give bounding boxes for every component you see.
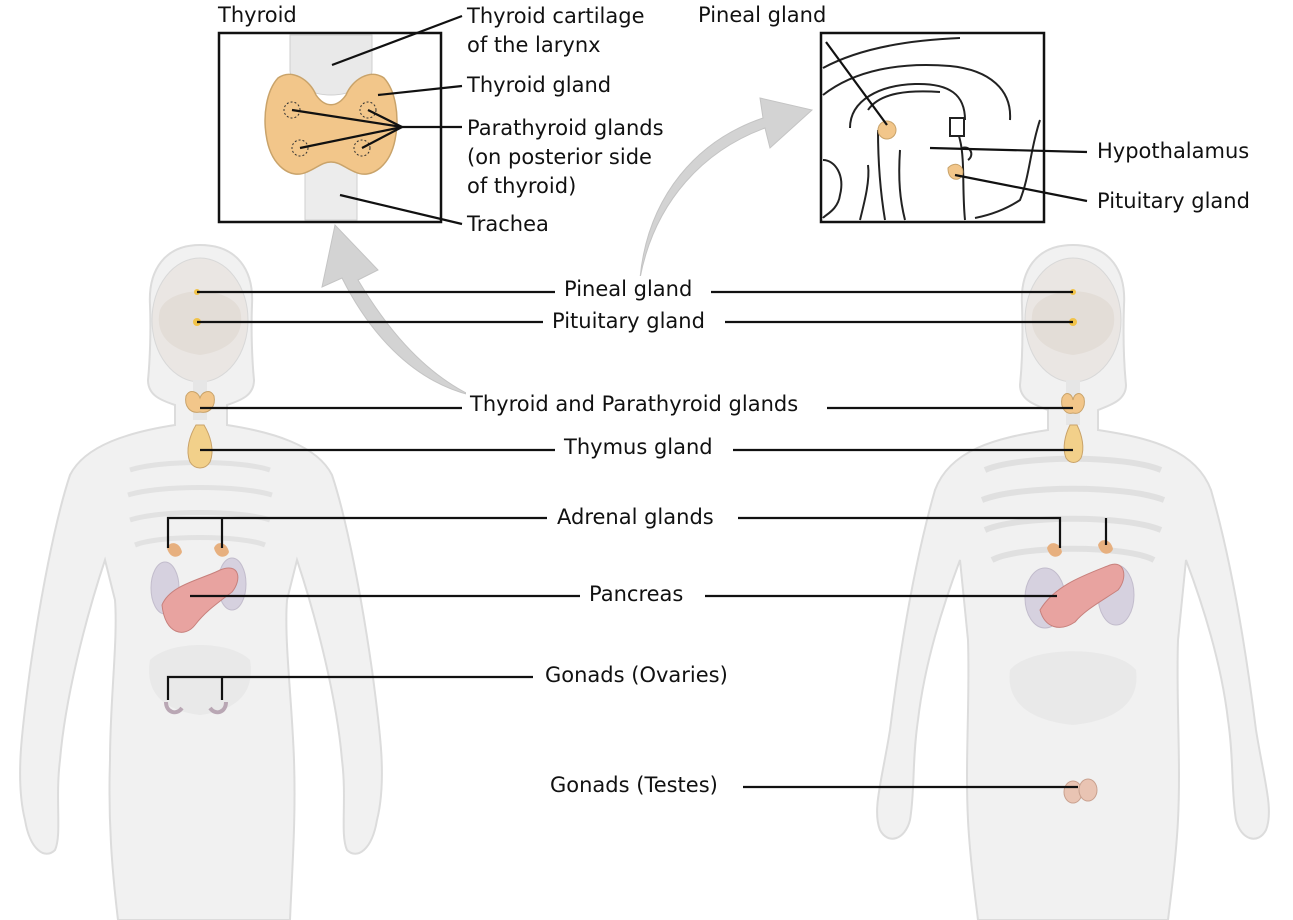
thyroid-gland-label: Thyroid gland bbox=[467, 73, 612, 97]
thyroid-cartilage-label: Thyroid cartilage of the larynx bbox=[467, 2, 645, 60]
parathyroid-line-1: Parathyroid glands bbox=[467, 116, 664, 140]
thyroid-cartilage-line-1: Thyroid cartilage bbox=[467, 4, 645, 28]
thyroid-cartilage-line-2: of the larynx bbox=[467, 33, 601, 57]
adrenal-glands-label: Adrenal glands bbox=[553, 504, 718, 531]
leader-lines bbox=[166, 14, 1108, 789]
arrow-to-brain-inset bbox=[639, 97, 814, 279]
parathyroid-glands-label: Parathyroid glands (on posterior side of… bbox=[467, 114, 664, 201]
thyroid-inset bbox=[217, 31, 443, 224]
brain-inset bbox=[819, 31, 1046, 224]
testes-label: Gonads (Testes) bbox=[546, 772, 722, 799]
trachea-label: Trachea bbox=[467, 212, 549, 236]
parathyroid-line-3: of thyroid) bbox=[467, 174, 577, 198]
male-figure bbox=[876, 243, 1270, 920]
thyroid-inset-title: Thyroid bbox=[218, 3, 297, 27]
hypothalamus-label: Hypothalamus bbox=[1097, 139, 1250, 163]
thymus-gland-label: Thymus gland bbox=[560, 434, 717, 461]
thyroid-parathyroid-label: Thyroid and Parathyroid glands bbox=[466, 391, 803, 418]
pancreas-label: Pancreas bbox=[585, 581, 688, 608]
female-figure bbox=[19, 243, 383, 920]
brain-inset-pineal-label: Pineal gland bbox=[698, 3, 827, 27]
pituitary-gland-label: Pituitary gland bbox=[548, 308, 709, 335]
parathyroid-line-2: (on posterior side bbox=[467, 145, 652, 169]
pineal-gland-label: Pineal gland bbox=[560, 276, 697, 303]
ovaries-label: Gonads (Ovaries) bbox=[541, 662, 732, 689]
brain-inset-pituitary-label: Pituitary gland bbox=[1097, 189, 1250, 213]
arrow-to-thyroid-inset bbox=[321, 223, 471, 396]
